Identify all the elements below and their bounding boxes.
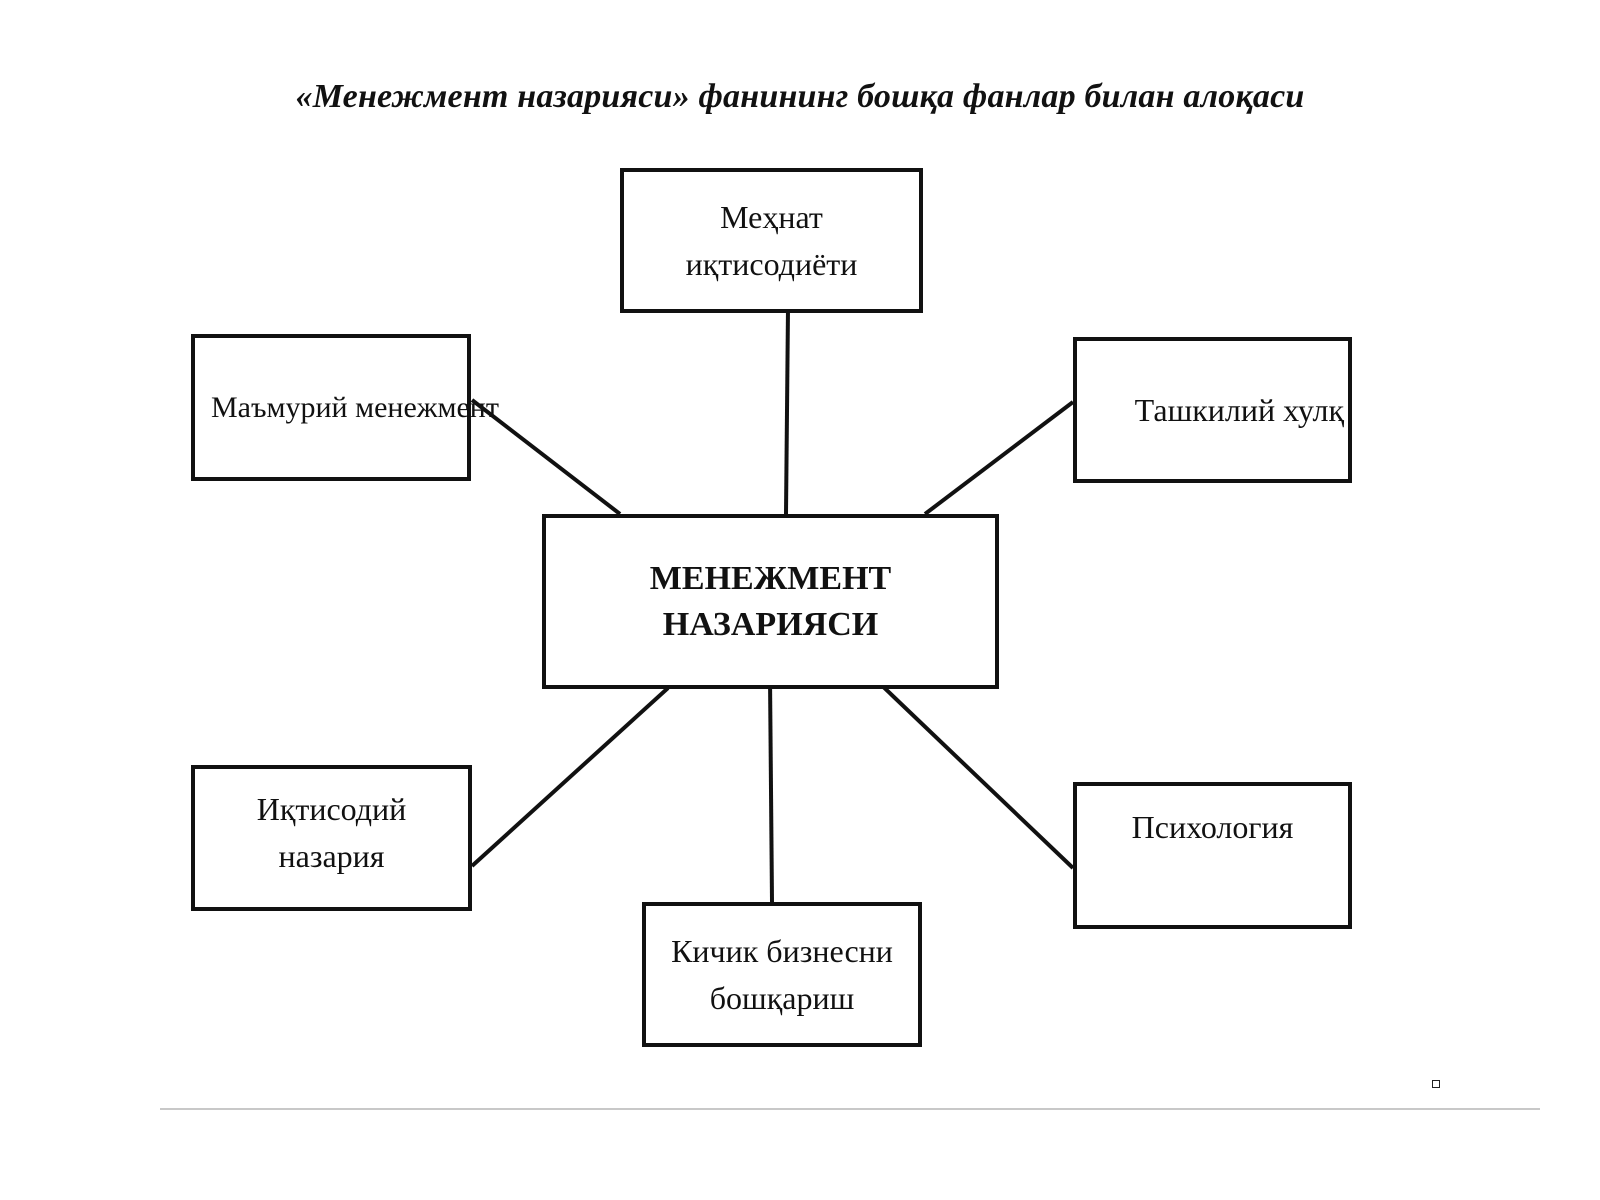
connector-economic-theory	[470, 686, 670, 868]
node-psychology: Психология	[1073, 782, 1352, 929]
node-administrative-management: Маъмурий менежмент	[191, 334, 499, 481]
center-label: МЕНЕЖМЕНТ НАЗАРИЯСИ	[649, 559, 892, 643]
node-label: Меҳнат иқтисодиёти	[685, 198, 858, 282]
node-label: Психология	[1131, 809, 1294, 845]
node-labor-economics: Меҳнат иқтисодиёти	[620, 168, 923, 313]
connector-small-business	[768, 677, 774, 903]
footer-rule	[160, 1108, 1540, 1110]
node-label: Маъмурий менежмент	[211, 391, 499, 424]
connector-psychology	[872, 676, 1075, 870]
node-management-theory: МЕНЕЖМЕНТ НАЗАРИЯСИ	[542, 514, 999, 689]
diagram-title: «Менежмент назарияси» фанининг бошқа фан…	[295, 78, 1305, 115]
node-label: Иқтисодий назария	[256, 791, 407, 874]
connector-organizational-behavior	[923, 400, 1075, 516]
square-marker-icon	[1432, 1080, 1440, 1088]
connector-administrative-management	[470, 398, 622, 516]
connector-labor-economics	[784, 307, 790, 515]
node-small-business: Кичик бизнесни бошқариш	[642, 902, 922, 1047]
node-label: Кичик бизнесни бошқариш	[671, 932, 893, 1016]
node-label: Ташкилий хулқ	[1134, 391, 1344, 428]
node-organizational-behavior: Ташкилий хулқ	[1073, 337, 1352, 483]
node-economic-theory: Иқтисодий назария	[191, 765, 472, 911]
